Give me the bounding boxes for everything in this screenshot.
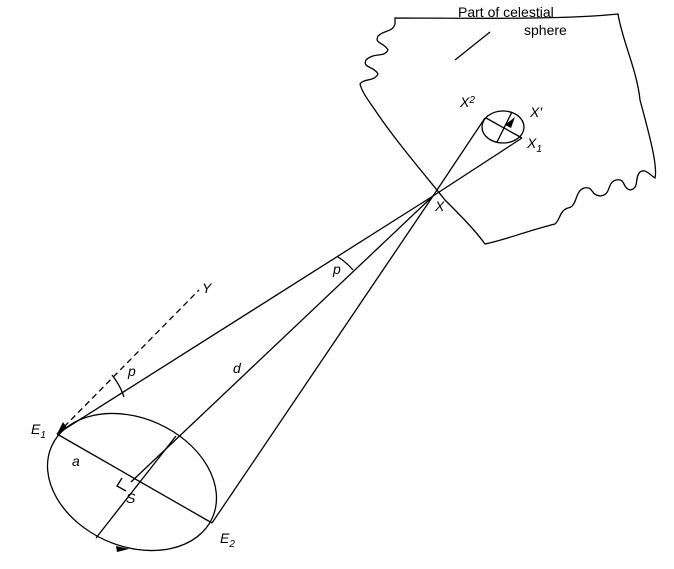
e1-arrow-icon bbox=[57, 422, 67, 434]
label-x2: X2 bbox=[459, 94, 475, 110]
earth-orbit-ellipse bbox=[46, 412, 218, 552]
label-x2-main: X bbox=[459, 94, 470, 110]
label-p-at-x: p bbox=[332, 261, 341, 277]
xprime-arrow-icon bbox=[505, 117, 515, 128]
line-x-to-e1 bbox=[56, 195, 434, 435]
cone-line-to-x1 bbox=[432, 137, 523, 197]
label-x1-main: X bbox=[526, 135, 537, 151]
orbit-minor-axis bbox=[95, 435, 177, 539]
label-e2-sub: 2 bbox=[228, 539, 235, 550]
label-e1-sub: 1 bbox=[40, 430, 46, 441]
label-x1: X1 bbox=[526, 135, 542, 155]
angle-arc-at-e1 bbox=[111, 374, 125, 398]
label-d: d bbox=[233, 360, 242, 376]
label-e1-main: E bbox=[31, 421, 41, 437]
label-e2: E2 bbox=[220, 530, 235, 550]
direction-arrow-icon bbox=[116, 546, 129, 552]
cone-line-to-x2 bbox=[432, 117, 486, 197]
caption-leader-line bbox=[454, 31, 491, 61]
label-x1-sub: 1 bbox=[536, 144, 542, 155]
line-x-to-e2 bbox=[211, 195, 434, 524]
angle-arc-at-x bbox=[337, 256, 354, 271]
label-s: S bbox=[126, 490, 136, 506]
label-y: Y bbox=[202, 280, 213, 296]
celestial-sphere-patch bbox=[359, 13, 657, 245]
caption-line-2: sphere bbox=[524, 22, 567, 38]
line-x-to-s bbox=[130, 195, 434, 483]
label-a: a bbox=[72, 453, 80, 469]
caption-line-1: Part of celestial bbox=[458, 4, 554, 20]
label-p-at-e1: p bbox=[127, 363, 136, 379]
label-xprime: X' bbox=[529, 104, 543, 120]
label-e2-main: E bbox=[220, 530, 230, 546]
label-e1: E1 bbox=[31, 421, 46, 441]
parallax-ellipse-on-sphere bbox=[481, 110, 525, 144]
minor-axis-on-sphere bbox=[496, 111, 513, 143]
label-x2-sub: 2 bbox=[468, 95, 475, 106]
right-angle-marker bbox=[116, 477, 127, 492]
orbit-major-axis bbox=[56, 433, 213, 524]
label-x: X bbox=[434, 198, 445, 214]
dashed-line-to-y bbox=[56, 289, 200, 435]
